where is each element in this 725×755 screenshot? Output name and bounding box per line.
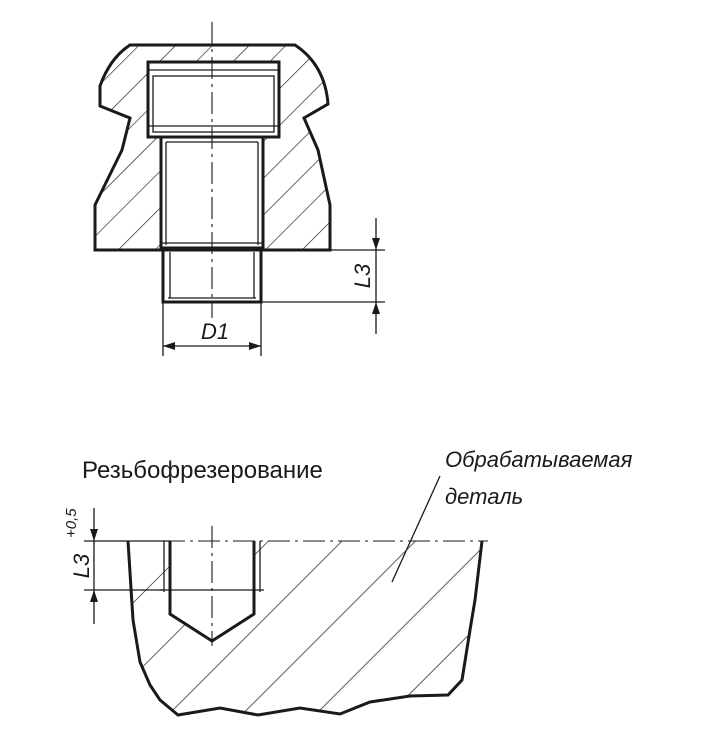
workpiece-section xyxy=(128,541,482,715)
process-label: Резьбофрезерование xyxy=(82,457,323,484)
workpiece-label-line1: Обрабатываемая xyxy=(445,447,633,472)
counterbore-inner xyxy=(152,75,275,133)
workpiece-break-line xyxy=(126,540,484,717)
bottom-section-view: L3 +0,5 Резьбофрезерование Обрабатываема… xyxy=(63,447,633,717)
workpiece-label-line2: деталь xyxy=(445,484,523,509)
depth-label: L3 xyxy=(69,553,94,578)
depth-tolerance: +0,5 xyxy=(63,508,80,538)
workpiece-leader xyxy=(391,475,441,583)
l3-label: L3 xyxy=(350,263,375,288)
bore xyxy=(159,135,265,250)
part-body-section xyxy=(95,45,330,250)
d1-label: D1 xyxy=(201,319,229,344)
top-section-view: L3 D1 xyxy=(93,22,385,356)
